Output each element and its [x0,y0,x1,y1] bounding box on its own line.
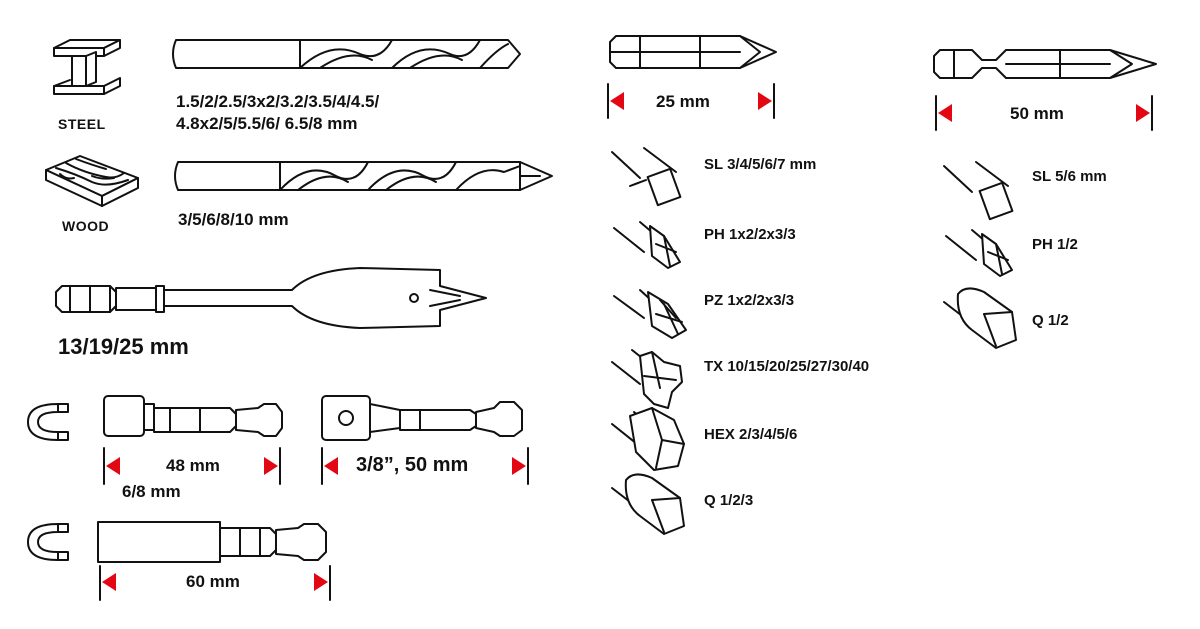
spade-sizes: 13/19/25 mm [58,334,189,359]
steel-ibeam-icon [53,39,121,95]
dimension-60mm [99,565,331,601]
bit-50mm-length: 50 mm [1010,104,1064,123]
dimension-25mm [607,83,775,119]
magnetic-holder-length: 48 mm [166,456,220,475]
dimension-socket [321,447,529,485]
slotted-tip-icon [611,147,682,207]
torx-tip-icon [611,349,683,409]
wood-label: WOOD [62,218,110,234]
bit-type-pz: PZ 1x2/2x3/3 [704,292,795,309]
bit-50-type-ph: PH 1/2 [1032,236,1078,253]
magnet-icon [27,403,69,441]
magnet-icon [27,523,69,561]
steel-sizes-line2: 4.8x2/5/5.5/6/ 6.5/8 mm [176,114,358,133]
square-tip-icon [611,473,685,535]
pozidriv-tip-icon [613,289,687,339]
hex-tip-icon [611,407,685,471]
bit-50mm [933,49,1157,79]
wood-block-icon [45,155,139,207]
bit-type-tx: TX 10/15/20/25/27/30/40 [704,358,870,375]
steel-label: STEEL [58,116,106,132]
steel-sizes-line1: 1.5/2/2.5/3x2/3.2/3.5/4/4.5/ [176,92,380,111]
slotted-tip-icon [943,161,1014,221]
bit-25mm-length: 25 mm [656,92,710,111]
bit-type-hex: HEX 2/3/4/5/6 [704,426,798,443]
bit-type-sl: SL 3/4/5/6/7 mm [704,156,817,173]
bit-type-ph: PH 1x2/2x3/3 [704,226,796,243]
socket-adapter-label: 3/8”, 50 mm [356,454,469,476]
phillips-tip-icon [613,221,681,269]
bit-25mm [609,35,777,69]
spade-drill-bit [55,267,487,329]
bit-50-type-sl: SL 5/6 mm [1032,168,1107,185]
wood-sizes: 3/5/6/8/10 mm [178,210,289,229]
bit-50-type-q: Q 1/2 [1032,312,1069,329]
socket-adapter [321,395,523,441]
long-bit-holder [97,521,327,563]
magnetic-holder-sizes: 6/8 mm [122,482,181,501]
magnetic-bit-holder [103,395,283,437]
bit-type-q: Q 1/2/3 [704,492,754,509]
wood-drill-bit [174,161,553,191]
metal-drill-bit [172,39,521,69]
long-holder-length: 60 mm [186,572,240,591]
dimension-48mm [103,447,281,485]
phillips-tip-icon [945,229,1013,277]
dimension-50mm [935,95,1153,131]
square-tip-icon [943,287,1017,349]
